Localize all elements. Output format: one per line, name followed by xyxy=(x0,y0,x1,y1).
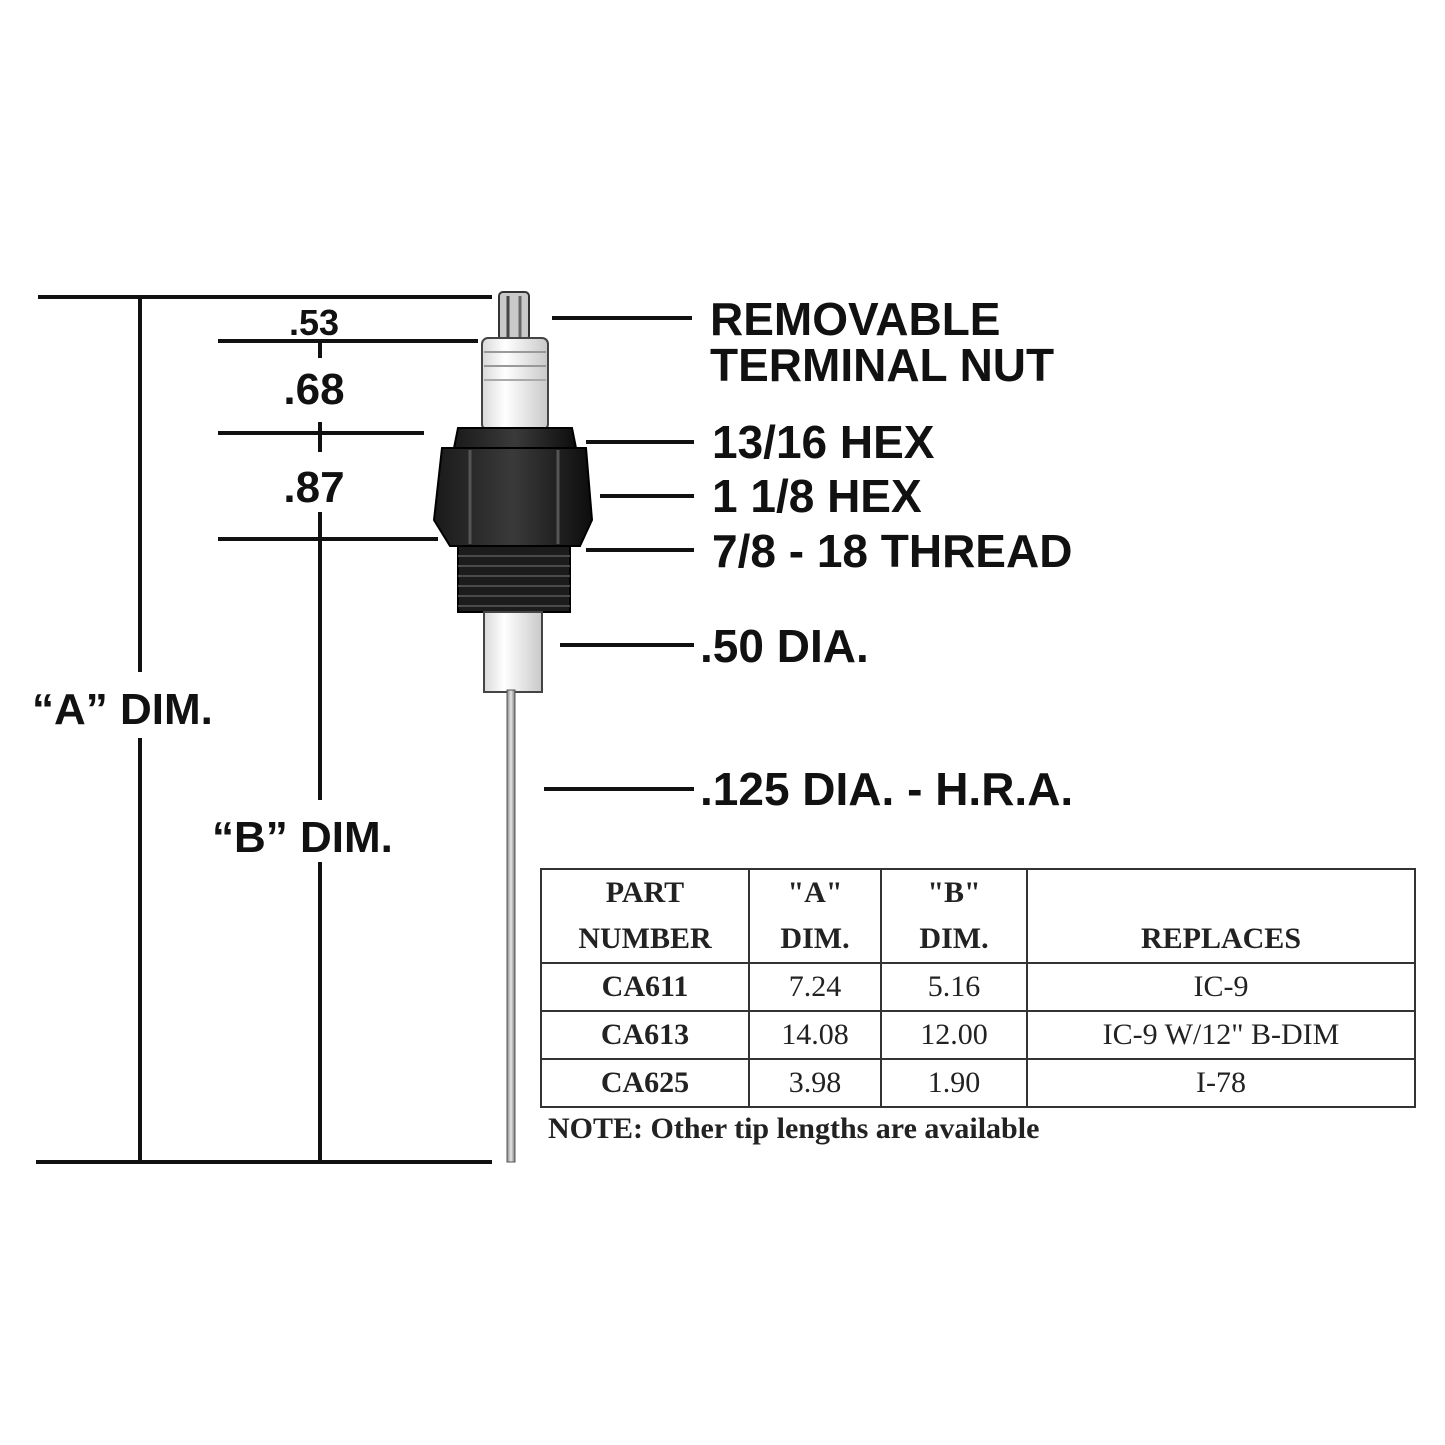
header-b-line1: "B" xyxy=(927,876,981,909)
hex-13-16 xyxy=(452,427,578,449)
callout-terminal-nut-line2: TERMINAL NUT xyxy=(710,339,1054,391)
dimension-lines xyxy=(36,295,492,1164)
header-part-line1: PART xyxy=(605,876,685,909)
header-replaces: REPLACES xyxy=(1026,868,1416,964)
callout-leaders xyxy=(544,316,694,791)
cell-a-dim: 7.24 xyxy=(748,962,882,1012)
electrode-rod xyxy=(506,689,516,1163)
cell-b-dim: 12.00 xyxy=(880,1010,1028,1060)
electrode-assembly xyxy=(432,291,594,1163)
callout-terminal-nut-line1: REMOVABLE xyxy=(710,293,1001,345)
cell-part-number: CA611 xyxy=(540,962,750,1012)
callout-hex-small: 13/16 HEX xyxy=(712,416,935,468)
table-row: CA625 3.98 1.90 I-78 xyxy=(540,1058,1416,1108)
header-a-dim: "A" DIM. xyxy=(748,868,882,964)
header-a-line2: DIM. xyxy=(780,922,850,955)
header-b-line2: DIM. xyxy=(919,922,989,955)
header-part-line2: NUMBER xyxy=(578,922,712,955)
terminal-nut xyxy=(498,291,530,341)
part-spec-table: PART NUMBER "A" DIM. "B" DIM. REPLACES C… xyxy=(540,868,1416,1108)
header-part-number: PART NUMBER xyxy=(540,868,750,964)
callout-hex-large: 1 1/8 HEX xyxy=(712,470,922,522)
cell-replaces: I-78 xyxy=(1026,1058,1416,1108)
dim-label-087: .87 xyxy=(283,463,344,512)
cell-replaces: IC-9 W/12" B-DIM xyxy=(1026,1010,1416,1060)
table-note: NOTE: Other tip lengths are available xyxy=(548,1112,1040,1145)
hex-1-1-8 xyxy=(432,447,594,547)
cell-a-dim: 3.98 xyxy=(748,1058,882,1108)
callout-rod-dia: .125 DIA. - H.R.A. xyxy=(700,763,1073,815)
dim-label-053: .53 xyxy=(289,302,339,343)
dim-label-068: .68 xyxy=(283,365,344,414)
thread-lines xyxy=(458,555,570,607)
table-header-row: PART NUMBER "A" DIM. "B" DIM. REPLACES xyxy=(540,868,1416,964)
cell-b-dim: 5.16 xyxy=(880,962,1028,1012)
table-row: CA611 7.24 5.16 IC-9 xyxy=(540,962,1416,1012)
cell-b-dim: 1.90 xyxy=(880,1058,1028,1108)
cell-part-number: CA613 xyxy=(540,1010,750,1060)
lower-ceramic-insulator xyxy=(483,611,543,693)
b-dim-label: “B” DIM. xyxy=(212,813,393,862)
callout-thread: 7/8 - 18 THREAD xyxy=(712,525,1072,577)
cell-a-dim: 14.08 xyxy=(748,1010,882,1060)
cell-replaces: IC-9 xyxy=(1026,962,1416,1012)
a-dim-label: “A” DIM. xyxy=(32,685,213,734)
callout-insulator-dia: .50 DIA. xyxy=(700,620,869,672)
header-a-line1: "A" xyxy=(787,876,843,909)
cell-part-number: CA625 xyxy=(540,1058,750,1108)
header-b-dim: "B" DIM. xyxy=(880,868,1028,964)
table-row: CA613 14.08 12.00 IC-9 W/12" B-DIM xyxy=(540,1010,1416,1060)
